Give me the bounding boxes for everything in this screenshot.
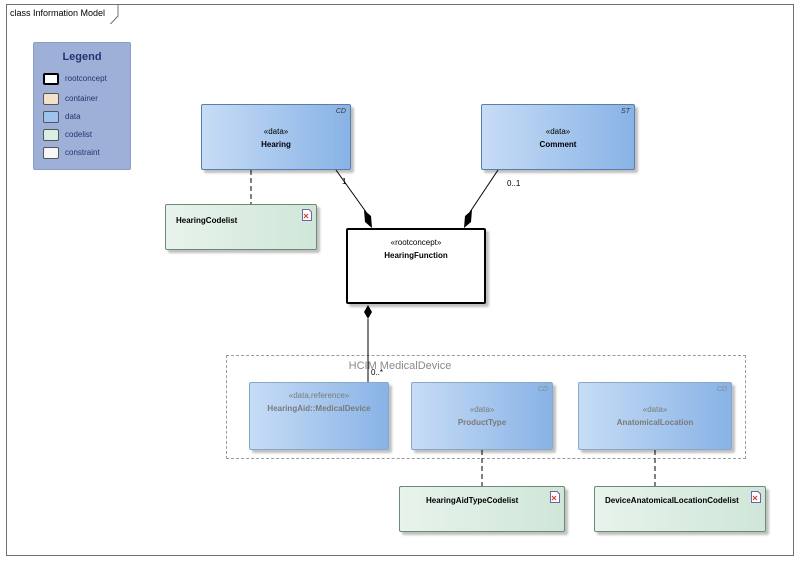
legend-swatch-constraint [43, 147, 59, 159]
class-name: HearingCodelist [176, 216, 238, 225]
stereotype: «data,reference» [288, 391, 350, 400]
association-hearing [335, 169, 367, 213]
multiplicity-medical-device: 0..* [371, 368, 384, 377]
composition-diamond-medical-device [364, 305, 372, 319]
class-medical-device[interactable]: «data,reference» HearingAid::MedicalDevi… [249, 382, 389, 450]
composition-diamond-comment [464, 210, 472, 228]
association-comment [469, 169, 499, 213]
frame-tab [6, 4, 119, 24]
class-device-anatomical-location-codelist[interactable]: DeviceAnatomicalLocationCodelist [594, 486, 766, 532]
class-name: HearingAid::MedicalDevice [267, 404, 371, 413]
class-name: Comment [539, 140, 577, 149]
datatype-tag: CD [716, 386, 727, 393]
datatype-tag: CD [335, 108, 346, 115]
legend-swatch-container [43, 93, 59, 105]
class-name: ProductType [457, 418, 507, 427]
legend-label: container [65, 94, 98, 103]
class-name: Hearing [261, 140, 291, 149]
diagram-frame [6, 4, 794, 556]
package-hcim-medicaldevice[interactable] [226, 355, 746, 459]
legend-swatch-codelist [43, 129, 59, 141]
class-name: HearingFunction [384, 251, 448, 260]
codelist-icon [751, 491, 761, 503]
legend-swatch-rootconcept [43, 73, 59, 85]
class-name: AnatomicalLocation [616, 418, 694, 427]
legend-swatch-data [43, 111, 59, 123]
class-comment[interactable]: ST «data» Comment [481, 104, 635, 170]
legend-label: rootconcept [65, 74, 107, 83]
datatype-tag: CD [537, 386, 548, 393]
stereotype: «data» [545, 127, 571, 136]
class-hearing-codelist[interactable]: HearingCodelist [165, 204, 317, 250]
package-label: HCIM MedicalDevice [348, 360, 452, 372]
class-anatomical-location[interactable]: CD «data» AnatomicalLocation [578, 382, 732, 450]
legend[interactable]: Legend rootconcept container data codeli… [33, 42, 131, 170]
codelist-icon [550, 491, 560, 503]
class-product-type[interactable]: CD «data» ProductType [411, 382, 553, 450]
codelist-icon [302, 209, 312, 221]
stereotype: «data» [469, 405, 495, 414]
legend-title: Legend [62, 51, 102, 63]
legend-label: codelist [65, 130, 93, 139]
class-hearing-function[interactable]: «rootconcept» HearingFunction [346, 228, 486, 304]
multiplicity-comment: 0..1 [507, 179, 521, 188]
class-hearing[interactable]: CD «data» Hearing [201, 104, 351, 170]
stereotype: «data» [263, 127, 289, 136]
legend-label: constraint [65, 148, 100, 157]
legend-label: data [65, 112, 81, 121]
class-name: DeviceAnatomicalLocationCodelist [605, 496, 739, 505]
class-name: HearingAidTypeCodelist [426, 496, 519, 505]
datatype-tag: ST [621, 108, 630, 115]
stereotype: «rootconcept» [390, 238, 442, 247]
class-hearing-aid-type-codelist[interactable]: HearingAidTypeCodelist [399, 486, 565, 532]
stereotype: «data» [642, 405, 668, 414]
diagram-title: class Information Model [10, 8, 106, 18]
multiplicity-hearing: 1 [342, 177, 347, 186]
composition-diamond-hearing [364, 210, 372, 228]
